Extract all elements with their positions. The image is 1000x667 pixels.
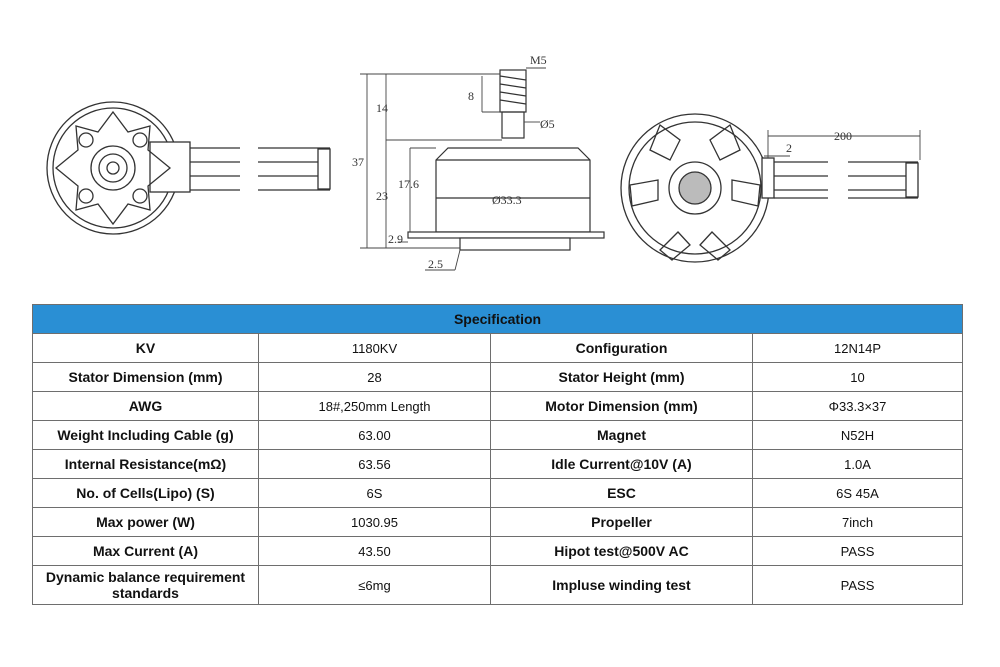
- top-view-dimension-lines: [764, 130, 921, 160]
- spec-value: 6S 45A: [751, 478, 964, 508]
- dim-37: 37: [352, 155, 364, 169]
- spec-table-title: Specification: [31, 304, 964, 334]
- spec-label: Dynamic balance requirement standards: [32, 565, 259, 605]
- motor-side-view: [407, 69, 605, 251]
- motor-technical-drawing: M5 8 14 37 Ø5 17.6 23 Ø33.3 2.9 2.5: [46, 53, 921, 271]
- dim-5: Ø5: [540, 117, 555, 131]
- dim-m5: M5: [530, 53, 547, 67]
- dimension-labels: M5 8 14 37 Ø5 17.6 23 Ø33.3 2.9 2.5: [352, 53, 555, 271]
- spec-value: 7inch: [751, 507, 964, 537]
- dim-17-6: 17.6: [398, 177, 419, 191]
- spec-label: Motor Dimension (mm): [490, 391, 753, 421]
- spec-label: Max Current (A): [32, 536, 259, 566]
- spec-label: Max power (W): [32, 507, 259, 537]
- spec-value: PASS: [751, 536, 964, 566]
- spec-value: 63.00: [258, 420, 491, 450]
- spec-value: 18#,250mm Length: [258, 391, 491, 421]
- spec-value: 28: [258, 362, 491, 392]
- spec-value: 1030.95: [258, 507, 491, 537]
- dim-23: 23: [376, 189, 388, 203]
- spec-value: 10: [751, 362, 964, 392]
- spec-label: Impluse winding test: [490, 565, 753, 605]
- spec-label: Internal Resistance(mΩ): [32, 449, 259, 479]
- spec-label: Configuration: [490, 333, 753, 363]
- spec-label: ESC: [490, 478, 753, 508]
- dim-14: 14: [376, 101, 388, 115]
- dim-8: 8: [468, 89, 474, 103]
- spec-label: Stator Dimension (mm): [32, 362, 259, 392]
- spec-label: KV: [32, 333, 259, 363]
- dim-2: 2: [786, 141, 792, 155]
- spec-value: N52H: [751, 420, 964, 450]
- dimension-lines: [360, 67, 546, 271]
- dim-2-5: 2.5: [428, 257, 443, 271]
- spec-value: 6S: [258, 478, 491, 508]
- spec-value: 1180KV: [258, 333, 491, 363]
- spec-value: PASS: [751, 565, 964, 605]
- dim-2-9: 2.9: [388, 232, 403, 246]
- spec-label: AWG: [32, 391, 259, 421]
- motor-bottom-view: [46, 101, 331, 235]
- motor-top-view: [620, 113, 919, 263]
- spec-value: 1.0A: [751, 449, 964, 479]
- dim-33-3: Ø33.3: [492, 193, 522, 207]
- spec-label: Propeller: [490, 507, 753, 537]
- spec-value: 63.56: [258, 449, 491, 479]
- spec-value: 43.50: [258, 536, 491, 566]
- spec-label: Hipot test@500V AC: [490, 536, 753, 566]
- spec-label: Weight Including Cable (g): [32, 420, 259, 450]
- dim-200: 200: [834, 129, 852, 143]
- spec-value: ≤6mg: [258, 565, 491, 605]
- spec-row: Dynamic balance requirement standards≤6m…: [32, 565, 964, 605]
- spec-label: Stator Height (mm): [490, 362, 753, 392]
- spec-label: Idle Current@10V (A): [490, 449, 753, 479]
- spec-label: No. of Cells(Lipo) (S): [32, 478, 259, 508]
- spec-value: 12N14P: [751, 333, 964, 363]
- spec-value: Φ33.3×37: [751, 391, 964, 421]
- spec-label: Magnet: [490, 420, 753, 450]
